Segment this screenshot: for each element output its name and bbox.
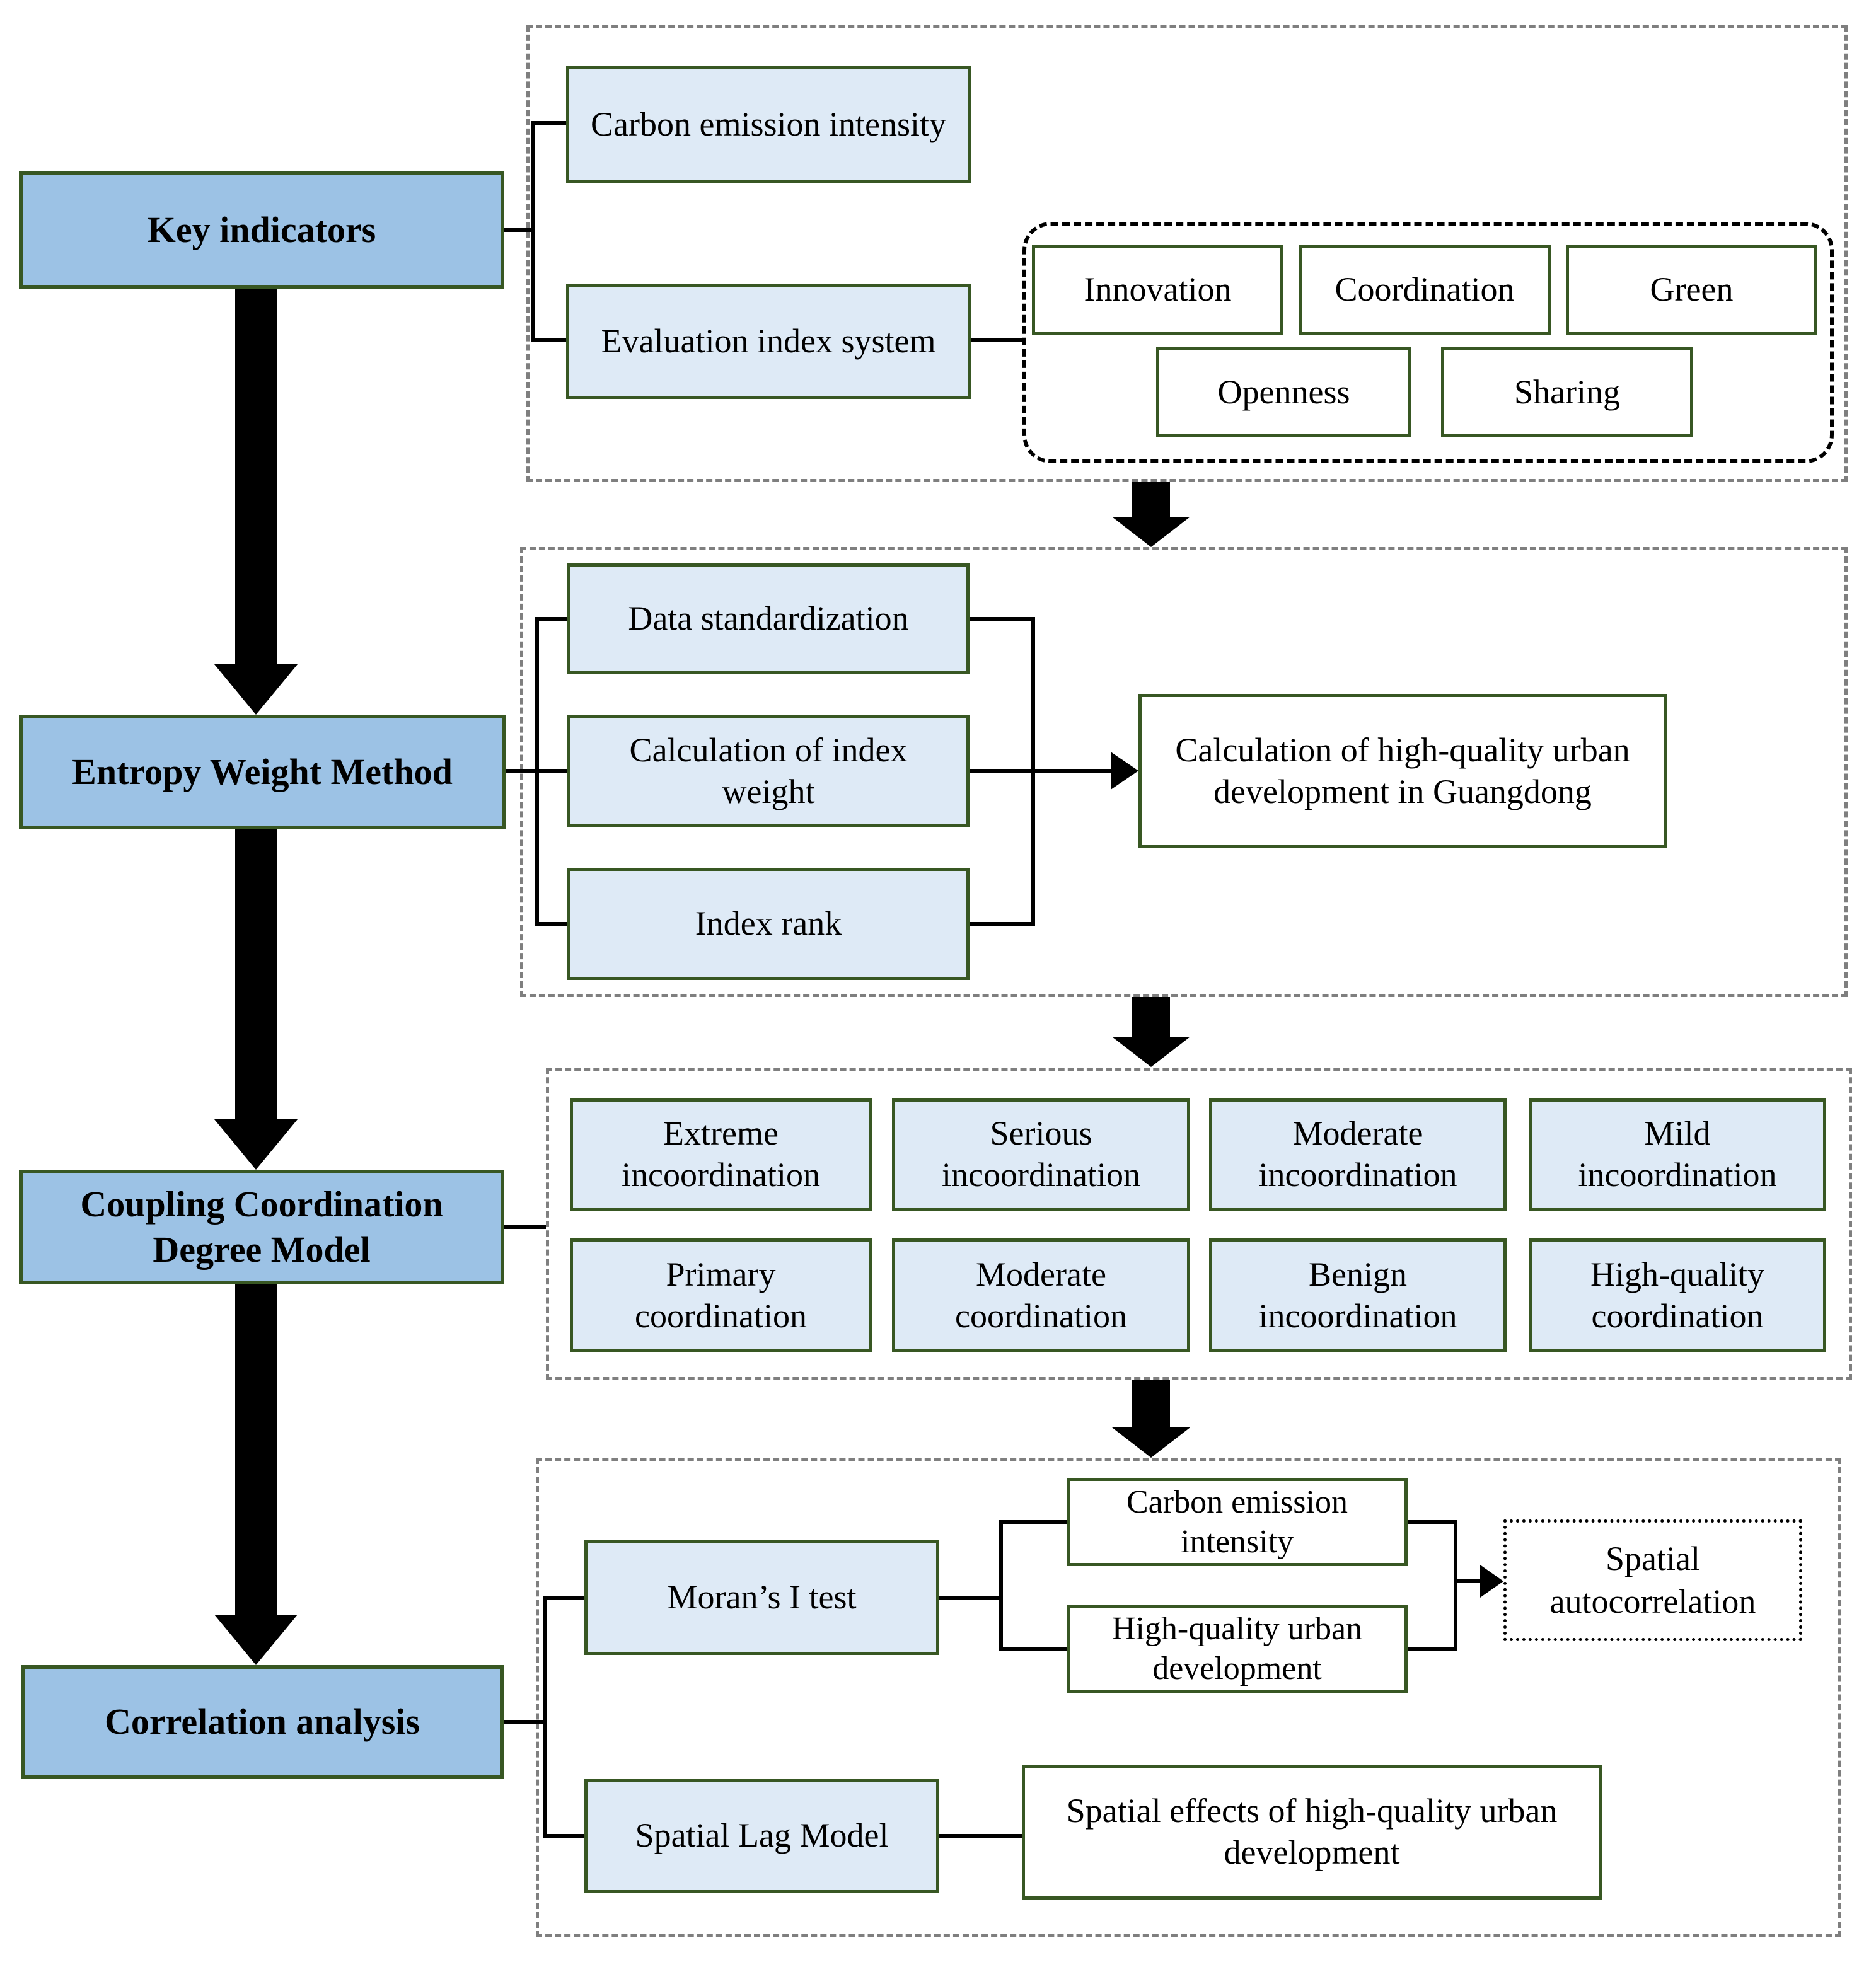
arrow-head-icon [214,1119,298,1170]
connector-to-carbon-2 [1003,1520,1067,1524]
connector-to-evaluation [535,338,566,342]
connector-from-index-weight [970,769,1035,773]
box-data-standardization: Data standardization [567,563,970,674]
box-evaluation-index-system: Evaluation index system [566,284,971,399]
chip-sharing: Sharing [1441,347,1693,437]
arrow-shaft [235,289,277,664]
box-spatial-effects: Spatial effects of high-quality urban de… [1022,1765,1602,1900]
level-serious-incoordination: Serious incoordination [892,1098,1190,1211]
connector-to-data-standardization [539,617,567,621]
chip-coordination: Coordination [1299,245,1551,335]
level-benign-incoordination: Benign incoordination [1209,1238,1507,1352]
chip-innovation: Innovation [1032,245,1283,335]
arrow-shaft [1132,482,1170,517]
connector-from-high-quality [1408,1647,1457,1651]
box-morans-i-test: Moran’s I test [584,1540,939,1655]
connector-evaluation-to-dimensions [971,338,1022,342]
arrow-head-icon [214,1615,298,1665]
connector-bracket-4 [543,1596,547,1838]
box-high-quality-urban-development: High-quality urban development [1067,1605,1408,1693]
box-guangdong-development-calculation: Calculation of high-quality urban develo… [1138,694,1667,848]
level-primary-coordination: Primary coordination [570,1238,872,1352]
connector-bracket-2-left [535,617,539,926]
box-index-rank: Index rank [567,868,970,980]
connector-from-data-standardization [970,617,1035,621]
connector-morans-to-minibracket [939,1596,1001,1600]
group-correlation-analysis [536,1458,1841,1937]
level-extreme-incoordination: Extreme incoordination [570,1098,872,1211]
connector-minibracket-right [1454,1520,1457,1651]
chip-openness: Openness [1156,347,1411,437]
connector-bracket-2-right [1031,617,1035,926]
level-high-quality-coordination: High-quality coordination [1529,1238,1826,1352]
level-moderate-incoordination: Moderate incoordination [1209,1098,1507,1211]
connector-key-to-bracket [504,228,533,232]
arrow-head-icon [1112,517,1190,547]
arrow-head-icon [1112,1037,1190,1067]
connector-to-high-quality [1003,1647,1067,1651]
arrow-head-icon [214,664,298,715]
connector-to-spatial-lag [547,1834,584,1838]
group-coupling-levels [546,1068,1852,1380]
group-development-dimensions [1022,222,1834,463]
box-carbon-emission-intensity: Carbon emission intensity [566,66,971,183]
group-key-indicators [526,25,1848,482]
arrow-head-icon [1112,1427,1190,1458]
stage-correlation-analysis: Correlation analysis [21,1665,504,1779]
connector-correlation-to-bracket [504,1720,547,1724]
arrow-shaft [1035,769,1111,773]
arrow-shaft [235,1284,277,1615]
connector-to-carbon-1 [535,121,566,125]
arrow-shaft [1457,1579,1480,1583]
connector-to-index-rank [539,922,567,926]
arrow-shaft [235,829,277,1119]
level-mild-incoordination: Mild incoordination [1529,1098,1826,1211]
connector-lag-to-effects [939,1834,1022,1838]
stage-coupling-coordination-degree-model: Coupling Coordination Degree Model [19,1170,504,1284]
level-moderate-coordination: Moderate coordination [892,1238,1190,1352]
arrow-shaft [1132,1380,1170,1427]
box-spatial-autocorrelation: Spatial autocorrelation [1503,1519,1802,1641]
stage-key-indicators: Key indicators [19,171,504,289]
connector-minibracket-left [999,1520,1003,1651]
arrow-shaft [1132,997,1170,1037]
arrow-head-icon [1480,1565,1503,1598]
box-carbon-emission-intensity-2: Carbon emission intensity [1067,1478,1408,1566]
connector-from-carbon-2 [1408,1520,1457,1524]
box-spatial-lag-model: Spatial Lag Model [584,1779,939,1893]
connector-coupling-to-group [504,1225,546,1229]
connector-to-morans [547,1596,584,1600]
box-index-weight-calculation: Calculation of index weight [567,715,970,827]
stage-entropy-weight-method: Entropy Weight Method [19,715,506,829]
chip-green: Green [1566,245,1817,335]
arrow-head-icon [1111,752,1138,790]
connector-from-index-rank [970,922,1035,926]
connector-bracket-1 [531,121,535,342]
